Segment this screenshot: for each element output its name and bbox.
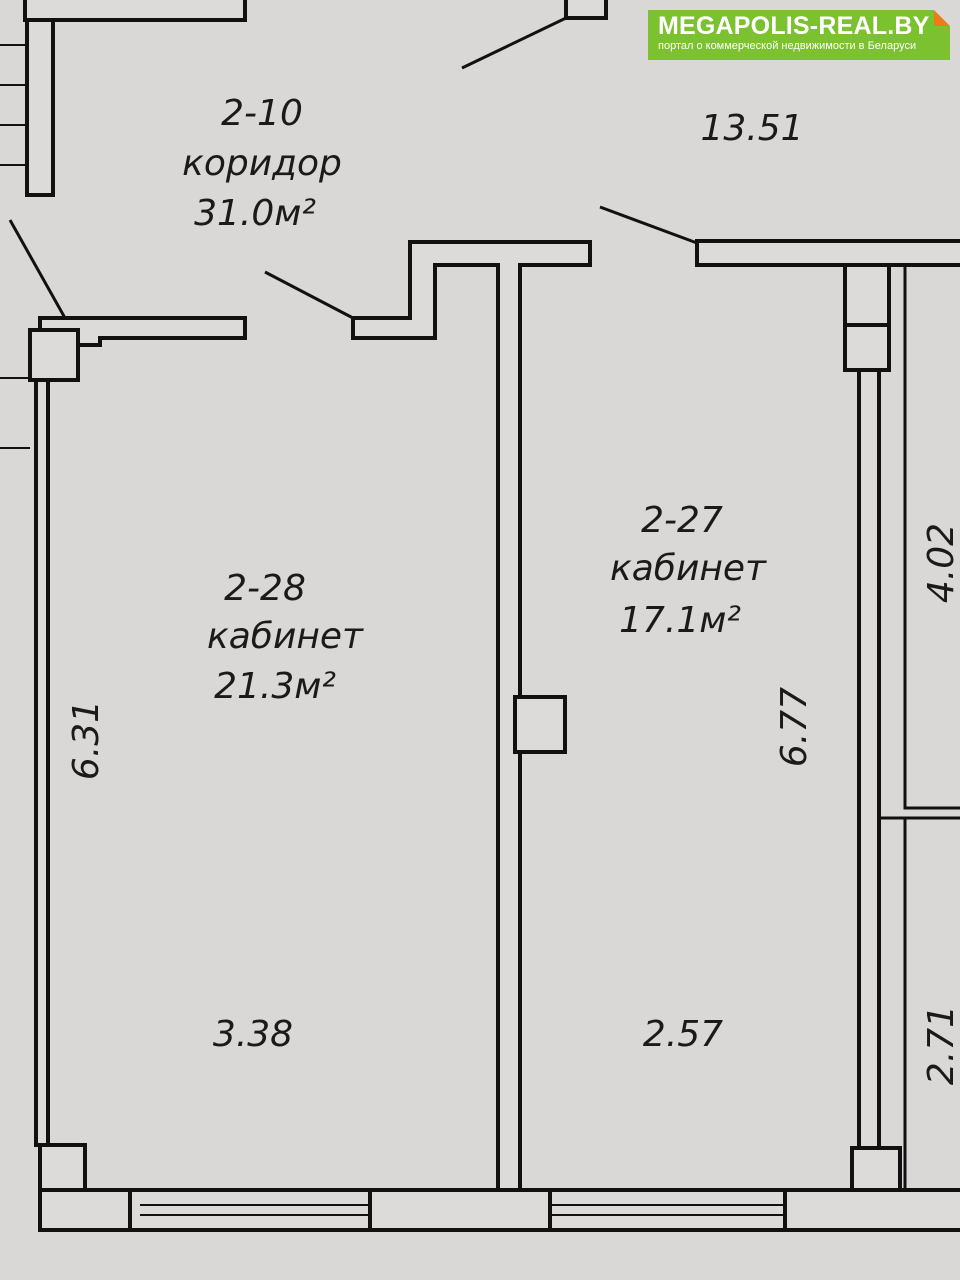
room-2-28-number: 2-28 [224,568,306,609]
room-2-10-number: 2-10 [221,93,303,134]
walls [0,0,960,1232]
room-2-27-name: кабинет [610,548,767,589]
room-2-10-name: коридор [182,143,342,184]
right-room-upper-dim: 4.02 [921,523,960,603]
room-2-10-area: 31.0м² [194,193,316,234]
corridor-length: 13.51 [700,108,803,149]
room-2-27-area: 17.1м² [619,600,741,641]
room-2-27-width: 2.57 [643,1014,723,1055]
watermark-logo: MEGAPOLIS-REAL.BY портал о коммерческой … [648,10,950,60]
logo-subtitle: портал о коммерческой недвижимости в Бел… [658,40,917,52]
room-2-27-number: 2-27 [641,500,723,541]
room-2-27-height: 6.77 [774,687,815,767]
door-swings [8,16,698,320]
right-room-lower-dim: 2.71 [921,1005,960,1085]
room-2-28-name: кабинет [207,616,364,657]
logo-title: MEGAPOLIS-REAL.BY [658,12,930,40]
room-2-28-height: 6.31 [66,700,107,780]
room-2-28-area: 21.3м² [214,666,336,707]
room-2-28-width: 3.38 [213,1014,293,1055]
logo-corner [934,10,950,26]
